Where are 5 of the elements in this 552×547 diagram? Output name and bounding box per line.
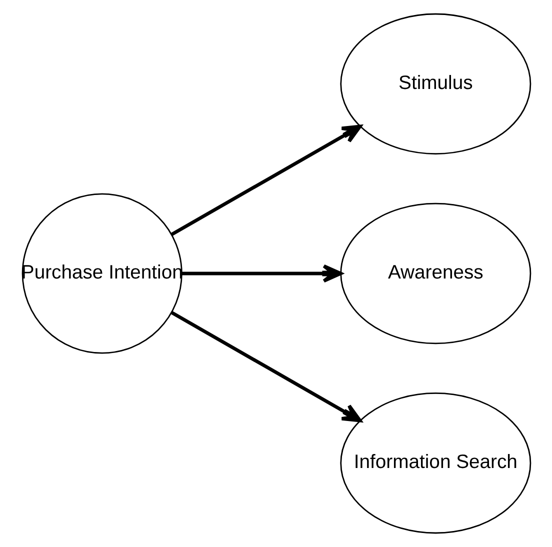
arrow [170, 311, 362, 422]
arrow [170, 124, 362, 236]
arrow [181, 264, 342, 283]
node-ellipse: Awareness [340, 202, 531, 344]
node-circle: Purchase Intention [21, 193, 182, 354]
